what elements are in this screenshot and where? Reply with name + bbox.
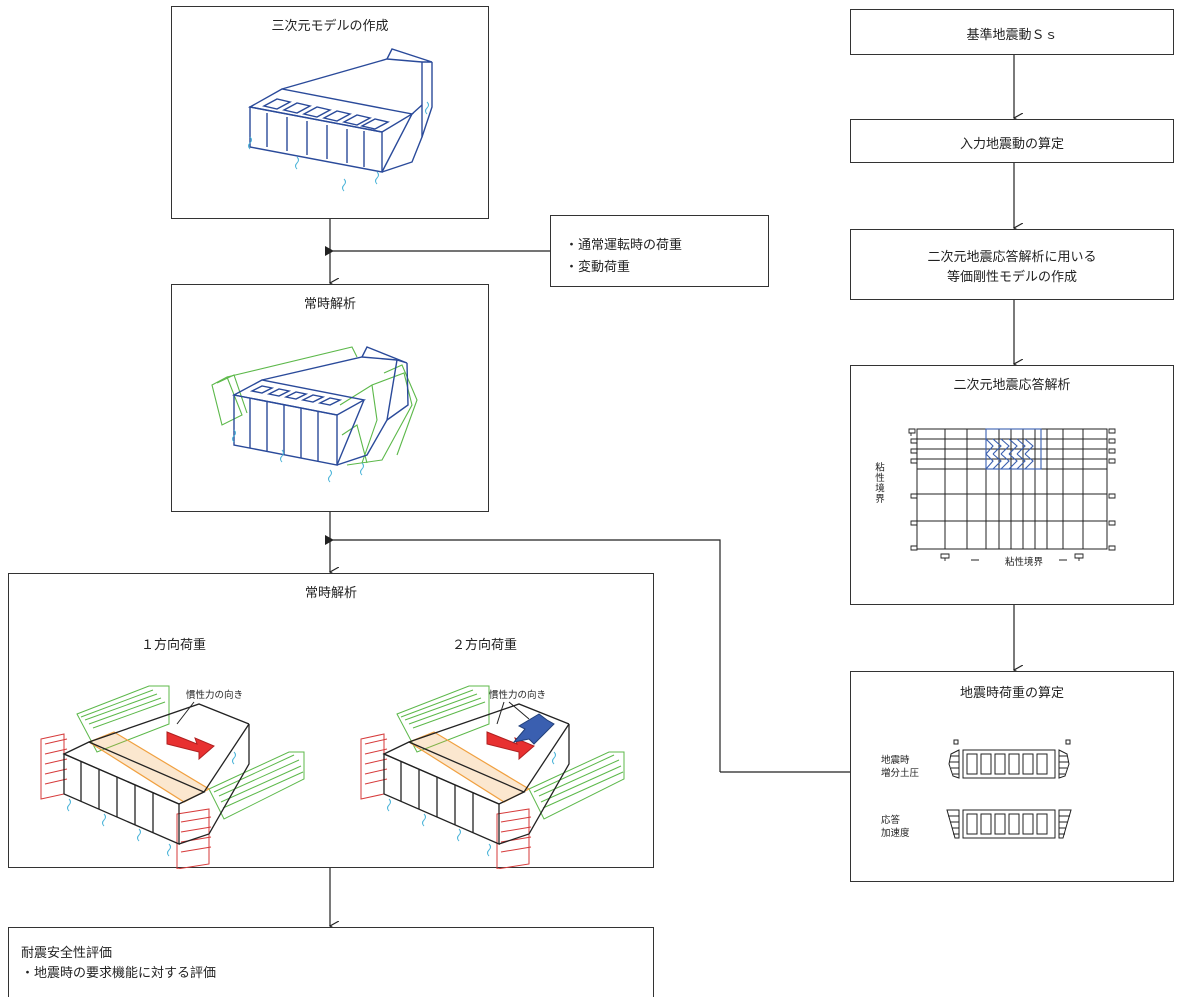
viscous-boundary-horizontal: 粘性境界 [1005, 557, 1044, 568]
load-item-variable: ・変動荷重 [565, 260, 631, 275]
one-direction-model [40, 685, 305, 869]
seismic-analysis-box: 常時解析 １方向荷重 ２方向荷重 慣性力の向き 慣性力の向き [8, 573, 654, 869]
arrow-seismic-load-feed [325, 535, 721, 772]
viscous-boundary-vertical: 粘性境界 [873, 462, 884, 504]
accel-label-1: 応答 [881, 815, 901, 826]
loads-box: ・通常運転時の荷重 ・変動荷重 [550, 215, 769, 287]
ground-motion-box: 基準地震動Ｓｓ [850, 9, 1174, 55]
model-creation-box: 三次元モデルの作成 [171, 6, 489, 219]
response-analysis-title: 二次元地震応答解析 [953, 378, 1071, 393]
seismic-load-illustrations [40, 685, 625, 869]
model-creation-title: 三次元モデルの作成 [271, 19, 389, 34]
equiv-model-line-1: 二次元地震応答解析に用いる [927, 250, 1097, 265]
equiv-model-box: 二次元地震応答解析に用いる 等価剛性モデルの作成 [850, 229, 1174, 300]
seismic-load-title: 地震時荷重の算定 [959, 686, 1064, 701]
fem-mesh-illustration [908, 428, 1116, 561]
inertia-label-1: 慣性力の向き [186, 690, 244, 701]
seismic-analysis-title: 常時解析 [304, 586, 357, 601]
load-item-normal: ・通常運転時の荷重 [565, 238, 683, 253]
input-motion-label: 入力地震動の算定 [959, 137, 1064, 152]
seismic-load-box: 地震時荷重の算定 地震時 増分土圧 応答 加速度 [850, 671, 1174, 882]
evaluation-title: 耐震安全性評価 [21, 946, 113, 961]
evaluation-item: ・地震時の要求機能に対する評価 [21, 966, 217, 981]
one-direction-label: １方向荷重 [141, 638, 207, 653]
input-motion-box: 入力地震動の算定 [850, 119, 1174, 163]
response-analysis-box: 二次元地震応答解析 粘性境界 粘性境界 [850, 365, 1174, 605]
static-analysis-box: 常時解析 [171, 284, 489, 512]
equiv-model-line-2: 等価剛性モデルの作成 [946, 270, 1077, 285]
evaluation-box: 耐震安全性評価 ・地震時の要求機能に対する評価 [8, 927, 654, 997]
two-direction-label: ２方向荷重 [452, 638, 518, 653]
static-analysis-title: 常時解析 [303, 297, 356, 312]
earth-pressure-label-1: 地震時 [881, 755, 910, 766]
earth-pressure-label-2: 増分土圧 [881, 768, 920, 779]
accel-label-2: 加速度 [881, 828, 910, 839]
ground-motion-label: 基準地震動Ｓｓ [966, 28, 1058, 43]
box-culvert-3d-model-illustration [247, 48, 433, 192]
inertia-label-2: 慣性力の向き [489, 690, 547, 701]
seismic-load-diagrams [946, 739, 1072, 839]
two-direction-model [360, 685, 625, 869]
static-deformation-illustration [211, 346, 418, 483]
